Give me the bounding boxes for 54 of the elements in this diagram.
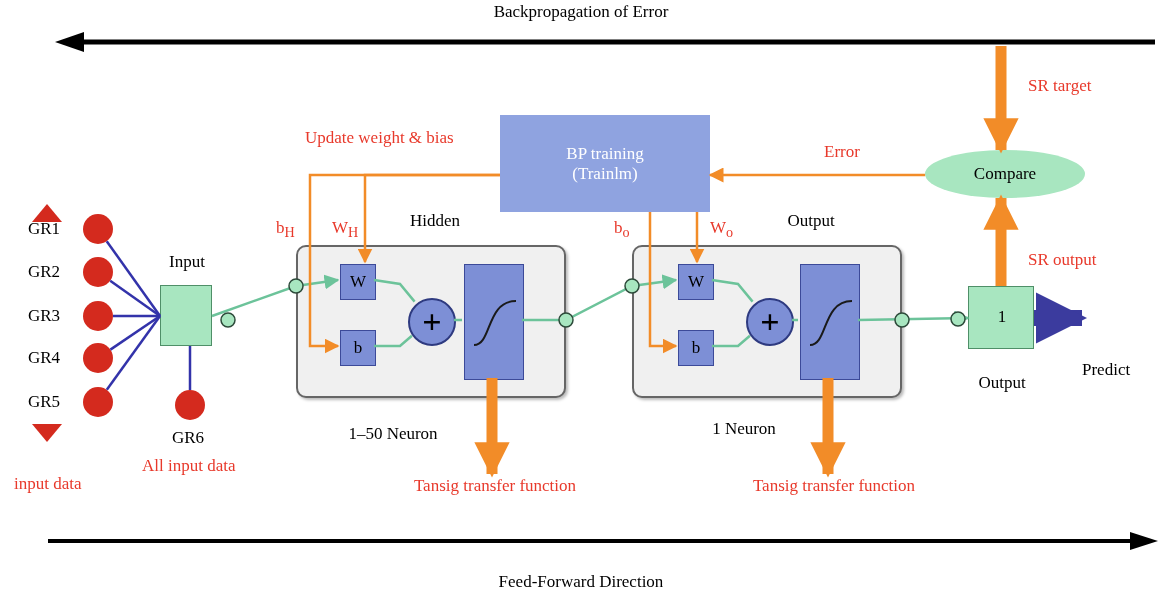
transfer-function-block — [464, 264, 524, 380]
arrow — [648, 212, 678, 354]
node-label: Hidden — [408, 211, 461, 231]
arrow — [308, 173, 500, 354]
connector-line — [373, 278, 416, 303]
connector-line — [712, 334, 751, 348]
sum-circle: + — [746, 298, 794, 346]
note-text: Update weight & bias — [305, 128, 454, 148]
arrow — [211, 274, 340, 318]
direction-label: Feed-Forward Direction — [497, 572, 665, 592]
node-label: Predict — [1082, 360, 1131, 380]
connector-line — [711, 278, 754, 303]
node-label: Output — [786, 211, 836, 231]
connector-line — [109, 279, 161, 317]
connector-line — [109, 314, 161, 351]
direction-label: Backpropagation of Error — [492, 2, 670, 22]
node-label: GR3 — [28, 306, 61, 326]
arrow — [522, 274, 678, 322]
connector-line — [188, 346, 192, 390]
weight-box: b — [678, 330, 714, 366]
connector-line — [454, 318, 462, 322]
connector-line — [105, 315, 161, 391]
arrow — [983, 194, 1019, 286]
weight-box: W — [678, 264, 714, 300]
node-label: GR5 — [28, 392, 61, 412]
node-label: Tansig transfer function — [412, 476, 578, 496]
arrow — [810, 378, 846, 478]
note-text: All input data — [142, 456, 236, 476]
weight-box: W — [340, 264, 376, 300]
arrow — [689, 212, 705, 264]
arrow — [983, 46, 1019, 154]
node-label: GR2 — [28, 262, 61, 282]
connector-line — [113, 314, 160, 318]
note-text: input data — [14, 474, 82, 494]
training-box: BP training (Trainlm) — [500, 115, 710, 212]
arrow — [708, 167, 926, 183]
node-label: Tansig transfer function — [751, 476, 917, 496]
compare-ellipse: Compare — [925, 150, 1085, 198]
node-label: Output — [977, 373, 1027, 393]
connector-line — [792, 318, 798, 322]
node-label: 1–50 Neuron — [347, 424, 439, 444]
sum-circle: + — [408, 298, 456, 346]
arrow — [474, 378, 510, 478]
connector-line — [374, 334, 413, 348]
node-label: 1 — [996, 307, 1008, 327]
transfer-function-block — [800, 264, 860, 380]
node-label: GR6 — [172, 428, 205, 448]
connector-line — [105, 240, 161, 317]
node-label: GR4 — [28, 348, 61, 368]
node-label: GR1 — [28, 219, 61, 239]
node-label: 1 Neuron — [711, 419, 777, 439]
weight-box: b — [340, 330, 376, 366]
node-label: Input — [168, 252, 206, 272]
arrow — [1034, 292, 1088, 344]
